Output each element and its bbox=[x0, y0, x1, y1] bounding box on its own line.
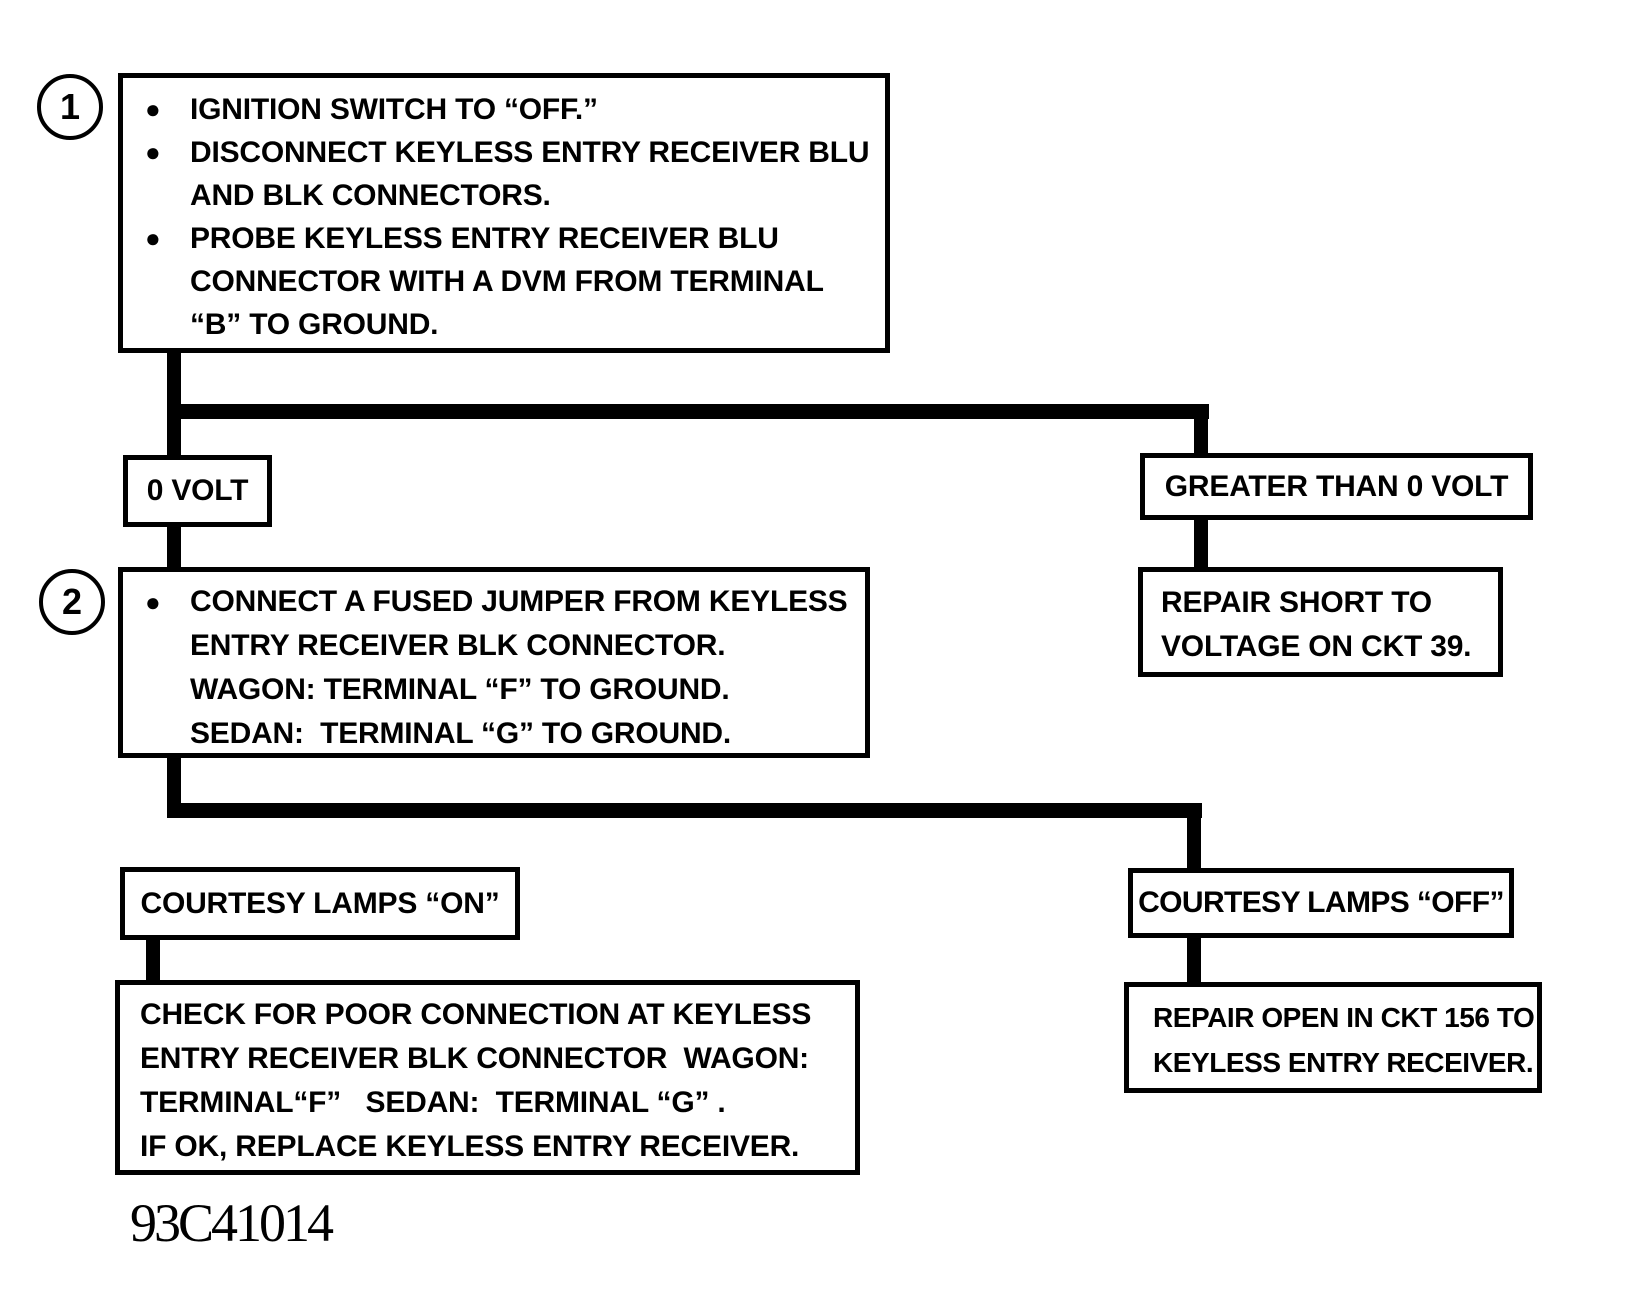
node-courtesy-lamps-on: COURTESY LAMPS “ON” bbox=[120, 867, 520, 940]
step1-line-row: ● DISCONNECT KEYLESS ENTRY RECEIVER BLU bbox=[145, 131, 885, 174]
node-repair-open: REPAIR OPEN IN CKT 156 TO KEYLESS ENTRY … bbox=[1124, 982, 1542, 1093]
step1-line-row: ● IGNITION SWITCH TO “OFF.” bbox=[145, 88, 885, 131]
connector-lamps-off-to-repair-open bbox=[1187, 935, 1201, 986]
step2-line-0: CONNECT A FUSED JUMPER FROM KEYLESS bbox=[190, 585, 848, 618]
check-connection-line-3: IF OK, REPLACE KEYLESS ENTRY RECEIVER. bbox=[140, 1130, 800, 1163]
repair-open-line-1: KEYLESS ENTRY RECEIVER. bbox=[1153, 1047, 1534, 1078]
connector-branch2-right-drop bbox=[1187, 803, 1201, 871]
step2-line-1: ENTRY RECEIVER BLK CONNECTOR. bbox=[190, 629, 726, 662]
repair-short-line-1: VOLTAGE ON CKT 39. bbox=[1161, 630, 1472, 663]
connector-lamps-on-to-check bbox=[146, 937, 160, 984]
step1-line-row: CONNECTOR WITH A DVM FROM TERMINAL bbox=[145, 260, 885, 303]
repair-short-line-0: REPAIR SHORT TO bbox=[1161, 586, 1432, 619]
node-courtesy-lamps-off-label: COURTESY LAMPS “OFF” bbox=[1138, 886, 1504, 919]
node-0-volt-label: 0 VOLT bbox=[146, 474, 249, 507]
step2-number-badge: 2 bbox=[39, 569, 105, 635]
step1-line-1: DISCONNECT KEYLESS ENTRY RECEIVER BLU bbox=[190, 136, 870, 169]
step1-line-row: ● PROBE KEYLESS ENTRY RECEIVER BLU bbox=[145, 217, 885, 260]
repair-open-line-0: REPAIR OPEN IN CKT 156 TO bbox=[1153, 1002, 1535, 1033]
connector-0volt-to-step2 bbox=[167, 524, 181, 572]
node-courtesy-lamps-on-label: COURTESY LAMPS “ON” bbox=[140, 886, 500, 920]
connector-branch1-right-drop bbox=[1194, 404, 1208, 458]
step1-line-2: AND BLK CONNECTORS. bbox=[190, 179, 551, 212]
step1-line-0: IGNITION SWITCH TO “OFF.” bbox=[190, 93, 598, 126]
node-repair-short: REPAIR SHORT TO VOLTAGE ON CKT 39. bbox=[1138, 567, 1503, 677]
step2-line-2: WAGON: TERMINAL “F” TO GROUND. bbox=[190, 673, 730, 706]
step1-line-4: CONNECTOR WITH A DVM FROM TERMINAL bbox=[190, 265, 824, 298]
bullet-icon: ● bbox=[145, 587, 161, 617]
step1-line-5: “B” TO GROUND. bbox=[190, 308, 439, 341]
node-greater-than-0-volt-label: GREATER THAN 0 VOLT bbox=[1164, 469, 1509, 503]
connector-step2-down bbox=[167, 755, 181, 818]
node-greater-than-0-volt: GREATER THAN 0 VOLT bbox=[1140, 453, 1533, 520]
check-connection-line-1: ENTRY RECEIVER BLK CONNECTOR WAGON: bbox=[140, 1042, 809, 1075]
step2-line-row: WAGON: TERMINAL “F” TO GROUND. bbox=[145, 668, 865, 712]
bullet-icon: ● bbox=[145, 94, 161, 124]
bullet-icon: ● bbox=[145, 223, 161, 253]
connector-greater-to-repair-short bbox=[1194, 517, 1208, 572]
step1-instructions-box: ● IGNITION SWITCH TO “OFF.” ● DISCONNECT… bbox=[118, 73, 890, 353]
step2-line-row: SEDAN: TERMINAL “G” TO GROUND. bbox=[145, 712, 865, 756]
figure-code: 93C41014 bbox=[130, 1193, 334, 1253]
check-connection-line-0: CHECK FOR POOR CONNECTION AT KEYLESS bbox=[140, 998, 812, 1031]
step2-line-3: SEDAN: TERMINAL “G” TO GROUND. bbox=[190, 717, 732, 750]
step2-number: 2 bbox=[61, 581, 83, 622]
step1-line-row: AND BLK CONNECTORS. bbox=[145, 174, 885, 217]
step1-number: 1 bbox=[59, 86, 81, 127]
node-0-volt: 0 VOLT bbox=[123, 455, 272, 527]
bullet-icon: ● bbox=[145, 137, 161, 167]
check-connection-line-2: TERMINAL“F” SEDAN: TERMINAL “G” . bbox=[140, 1086, 726, 1119]
step2-line-row: ENTRY RECEIVER BLK CONNECTOR. bbox=[145, 624, 865, 668]
connector-branch2-horizontal bbox=[167, 803, 1202, 818]
node-courtesy-lamps-off: COURTESY LAMPS “OFF” bbox=[1128, 868, 1514, 938]
node-check-connection: CHECK FOR POOR CONNECTION AT KEYLESS ENT… bbox=[115, 980, 860, 1175]
step2-instructions-box: ● CONNECT A FUSED JUMPER FROM KEYLESS EN… bbox=[118, 567, 870, 758]
step1-number-badge: 1 bbox=[37, 74, 103, 140]
step2-line-row: ● CONNECT A FUSED JUMPER FROM KEYLESS bbox=[145, 580, 865, 624]
connector-branch1-horizontal bbox=[167, 404, 1209, 419]
step1-line-3: PROBE KEYLESS ENTRY RECEIVER BLU bbox=[190, 222, 779, 255]
step1-line-row: “B” TO GROUND. bbox=[145, 303, 885, 346]
